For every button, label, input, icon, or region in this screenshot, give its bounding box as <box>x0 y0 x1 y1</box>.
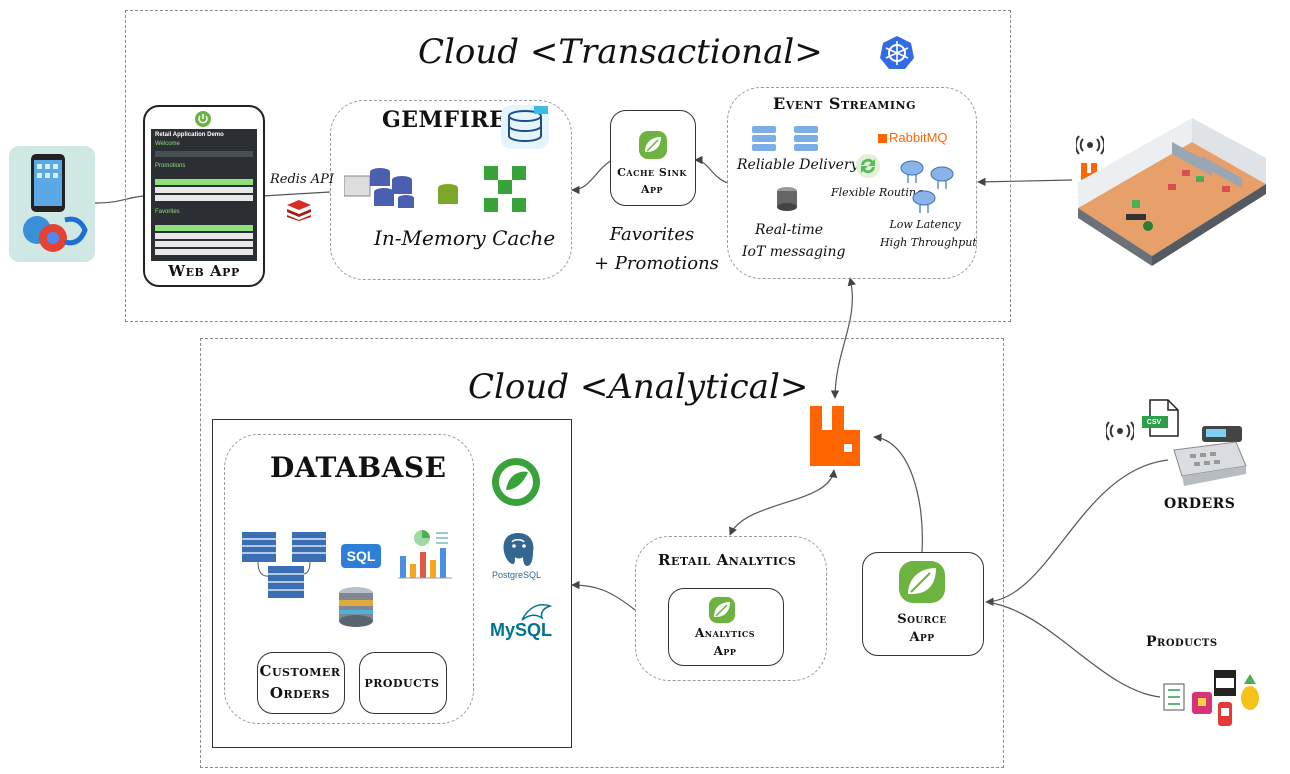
wireless-signal-icon <box>1106 421 1134 441</box>
tables-icon <box>242 532 326 598</box>
bar-chart-icon <box>398 530 452 579</box>
favorites-label-line1: Favorites <box>609 224 695 245</box>
cash-register-icon <box>1173 426 1247 486</box>
cloud-nodes-icon <box>900 160 954 213</box>
connector-source-rabbitmq <box>873 433 923 553</box>
connector-products-source <box>985 601 1161 698</box>
web-app-phone[interactable]: Retail Application Demo Welcome Promotio… <box>143 105 265 287</box>
postgresql-label: PostgreSQL <box>492 570 542 580</box>
spring-leaf-icon <box>639 131 667 159</box>
grocery-products-icon <box>1163 670 1259 726</box>
screen-fav-row[interactable] <box>155 233 253 239</box>
source-app-label-line2: App <box>909 630 935 645</box>
routing-arrows-icon <box>856 154 880 178</box>
mysql-dolphin-icon <box>521 604 552 621</box>
analytical-zone <box>200 338 1004 768</box>
postgresql-icon <box>503 533 534 566</box>
retail-analytics-title: Retail Analytics <box>658 551 797 569</box>
connector-events-rabbitmq <box>830 277 856 399</box>
cache-sink-label-line2: App <box>640 183 664 196</box>
realtime-label-line1: Real-time <box>754 222 824 238</box>
web-app-screen: Retail Application Demo Welcome Promotio… <box>151 129 257 261</box>
retail-store-illustration <box>1078 118 1266 266</box>
redis-api-label: Redis API <box>270 172 335 187</box>
connector-store-events <box>977 177 1073 187</box>
wireless-signal-icon <box>1076 135 1104 155</box>
screen-promo-row[interactable] <box>155 195 253 201</box>
connector-events-cachesink <box>694 155 729 184</box>
analytics-app-label-line2: App <box>713 644 737 658</box>
connector-orders-source <box>985 459 1169 606</box>
connector-webapp-gemfire <box>261 191 331 197</box>
screen-fav-row[interactable] <box>155 225 253 231</box>
gemfire-title: GEMFIRE <box>382 107 507 133</box>
database-title: DATABASE <box>270 451 447 484</box>
flexible-routing-label: Flexible Routing <box>831 186 924 199</box>
products-table-box[interactable] <box>359 652 447 714</box>
web-app-label: Web App <box>168 262 240 280</box>
analytical-title: Cloud <Analytical> <box>468 367 809 407</box>
redis-icon <box>287 200 311 221</box>
transactional-zone <box>125 10 1011 322</box>
low-latency-label-line2: High Throughput <box>880 236 977 249</box>
reliable-delivery-label: Reliable Delivery <box>737 157 859 173</box>
screen-promo-row[interactable] <box>155 179 253 185</box>
customer-orders-label-line1: Customer <box>259 662 341 680</box>
greenplum-icon <box>492 458 540 506</box>
realtime-label-line2: IoT messaging <box>742 244 846 260</box>
favorites-label-line2: + Promotions <box>594 253 719 274</box>
screen-fav-row[interactable] <box>155 249 253 255</box>
cache-cluster-icon <box>344 166 526 212</box>
smartphone-icon <box>23 154 88 252</box>
gemfire-logo-icon <box>501 105 549 149</box>
retail-analytics-box[interactable] <box>635 536 827 681</box>
spring-power-icon <box>195 111 211 127</box>
rabbitmq-logo-icon <box>810 406 860 466</box>
rabbitmq-mini-icon <box>878 134 887 143</box>
spring-leaf-icon <box>899 561 945 603</box>
screen-welcome: Welcome <box>155 141 180 147</box>
gemfire-box[interactable] <box>330 100 572 280</box>
rabbitmq-wordmark: RabbitMQ <box>878 130 948 145</box>
cache-sink-label-line1: Cache Sink <box>617 166 687 179</box>
screen-promo-row[interactable] <box>155 187 253 193</box>
screen-title: Retail Application Demo <box>155 132 224 138</box>
analytics-app-label-line1: Analytics <box>695 626 755 640</box>
connector-devices-webapp <box>94 195 144 204</box>
connector-cachesink-gemfire <box>571 159 613 195</box>
low-latency-label-line1: Low Latency <box>889 218 961 231</box>
connector-rabbitmq-analytics <box>729 469 838 536</box>
connector-analytics-database <box>571 580 636 611</box>
screen-fav-row[interactable] <box>155 241 253 247</box>
database-box[interactable] <box>224 434 474 724</box>
kubernetes-icon <box>880 36 914 69</box>
database-cylinder-icon <box>339 587 373 627</box>
event-streaming-box[interactable] <box>727 87 977 279</box>
event-streaming-title: Event Streaming <box>773 94 916 113</box>
rabbitmq-text: RabbitMQ <box>889 130 948 145</box>
mysql-label: MySQL <box>490 620 553 640</box>
products-label: Products <box>1146 634 1218 650</box>
csv-file-icon <box>1142 399 1179 437</box>
storage-drum-icon <box>777 187 797 211</box>
source-app-label-line1: Source <box>897 612 947 627</box>
products-table-label: products <box>364 673 440 691</box>
customer-orders-box[interactable] <box>257 652 345 714</box>
server-rack-icon <box>752 126 818 151</box>
screen-input[interactable] <box>155 151 253 157</box>
screen-promotions: Promotions <box>155 163 186 169</box>
orders-label: ORDERS <box>1164 496 1236 512</box>
gemfire-subtitle: In-Memory Cache <box>374 226 556 250</box>
sql-badge: SQL <box>341 544 381 568</box>
screen-favorites: Favorites <box>155 209 180 215</box>
transactional-title: Cloud <Transactional> <box>418 32 823 72</box>
spring-leaf-icon <box>709 597 735 623</box>
client-devices <box>9 146 95 262</box>
csv-badge: CSV <box>1146 419 1162 426</box>
customer-orders-label-line2: Orders <box>269 684 331 702</box>
